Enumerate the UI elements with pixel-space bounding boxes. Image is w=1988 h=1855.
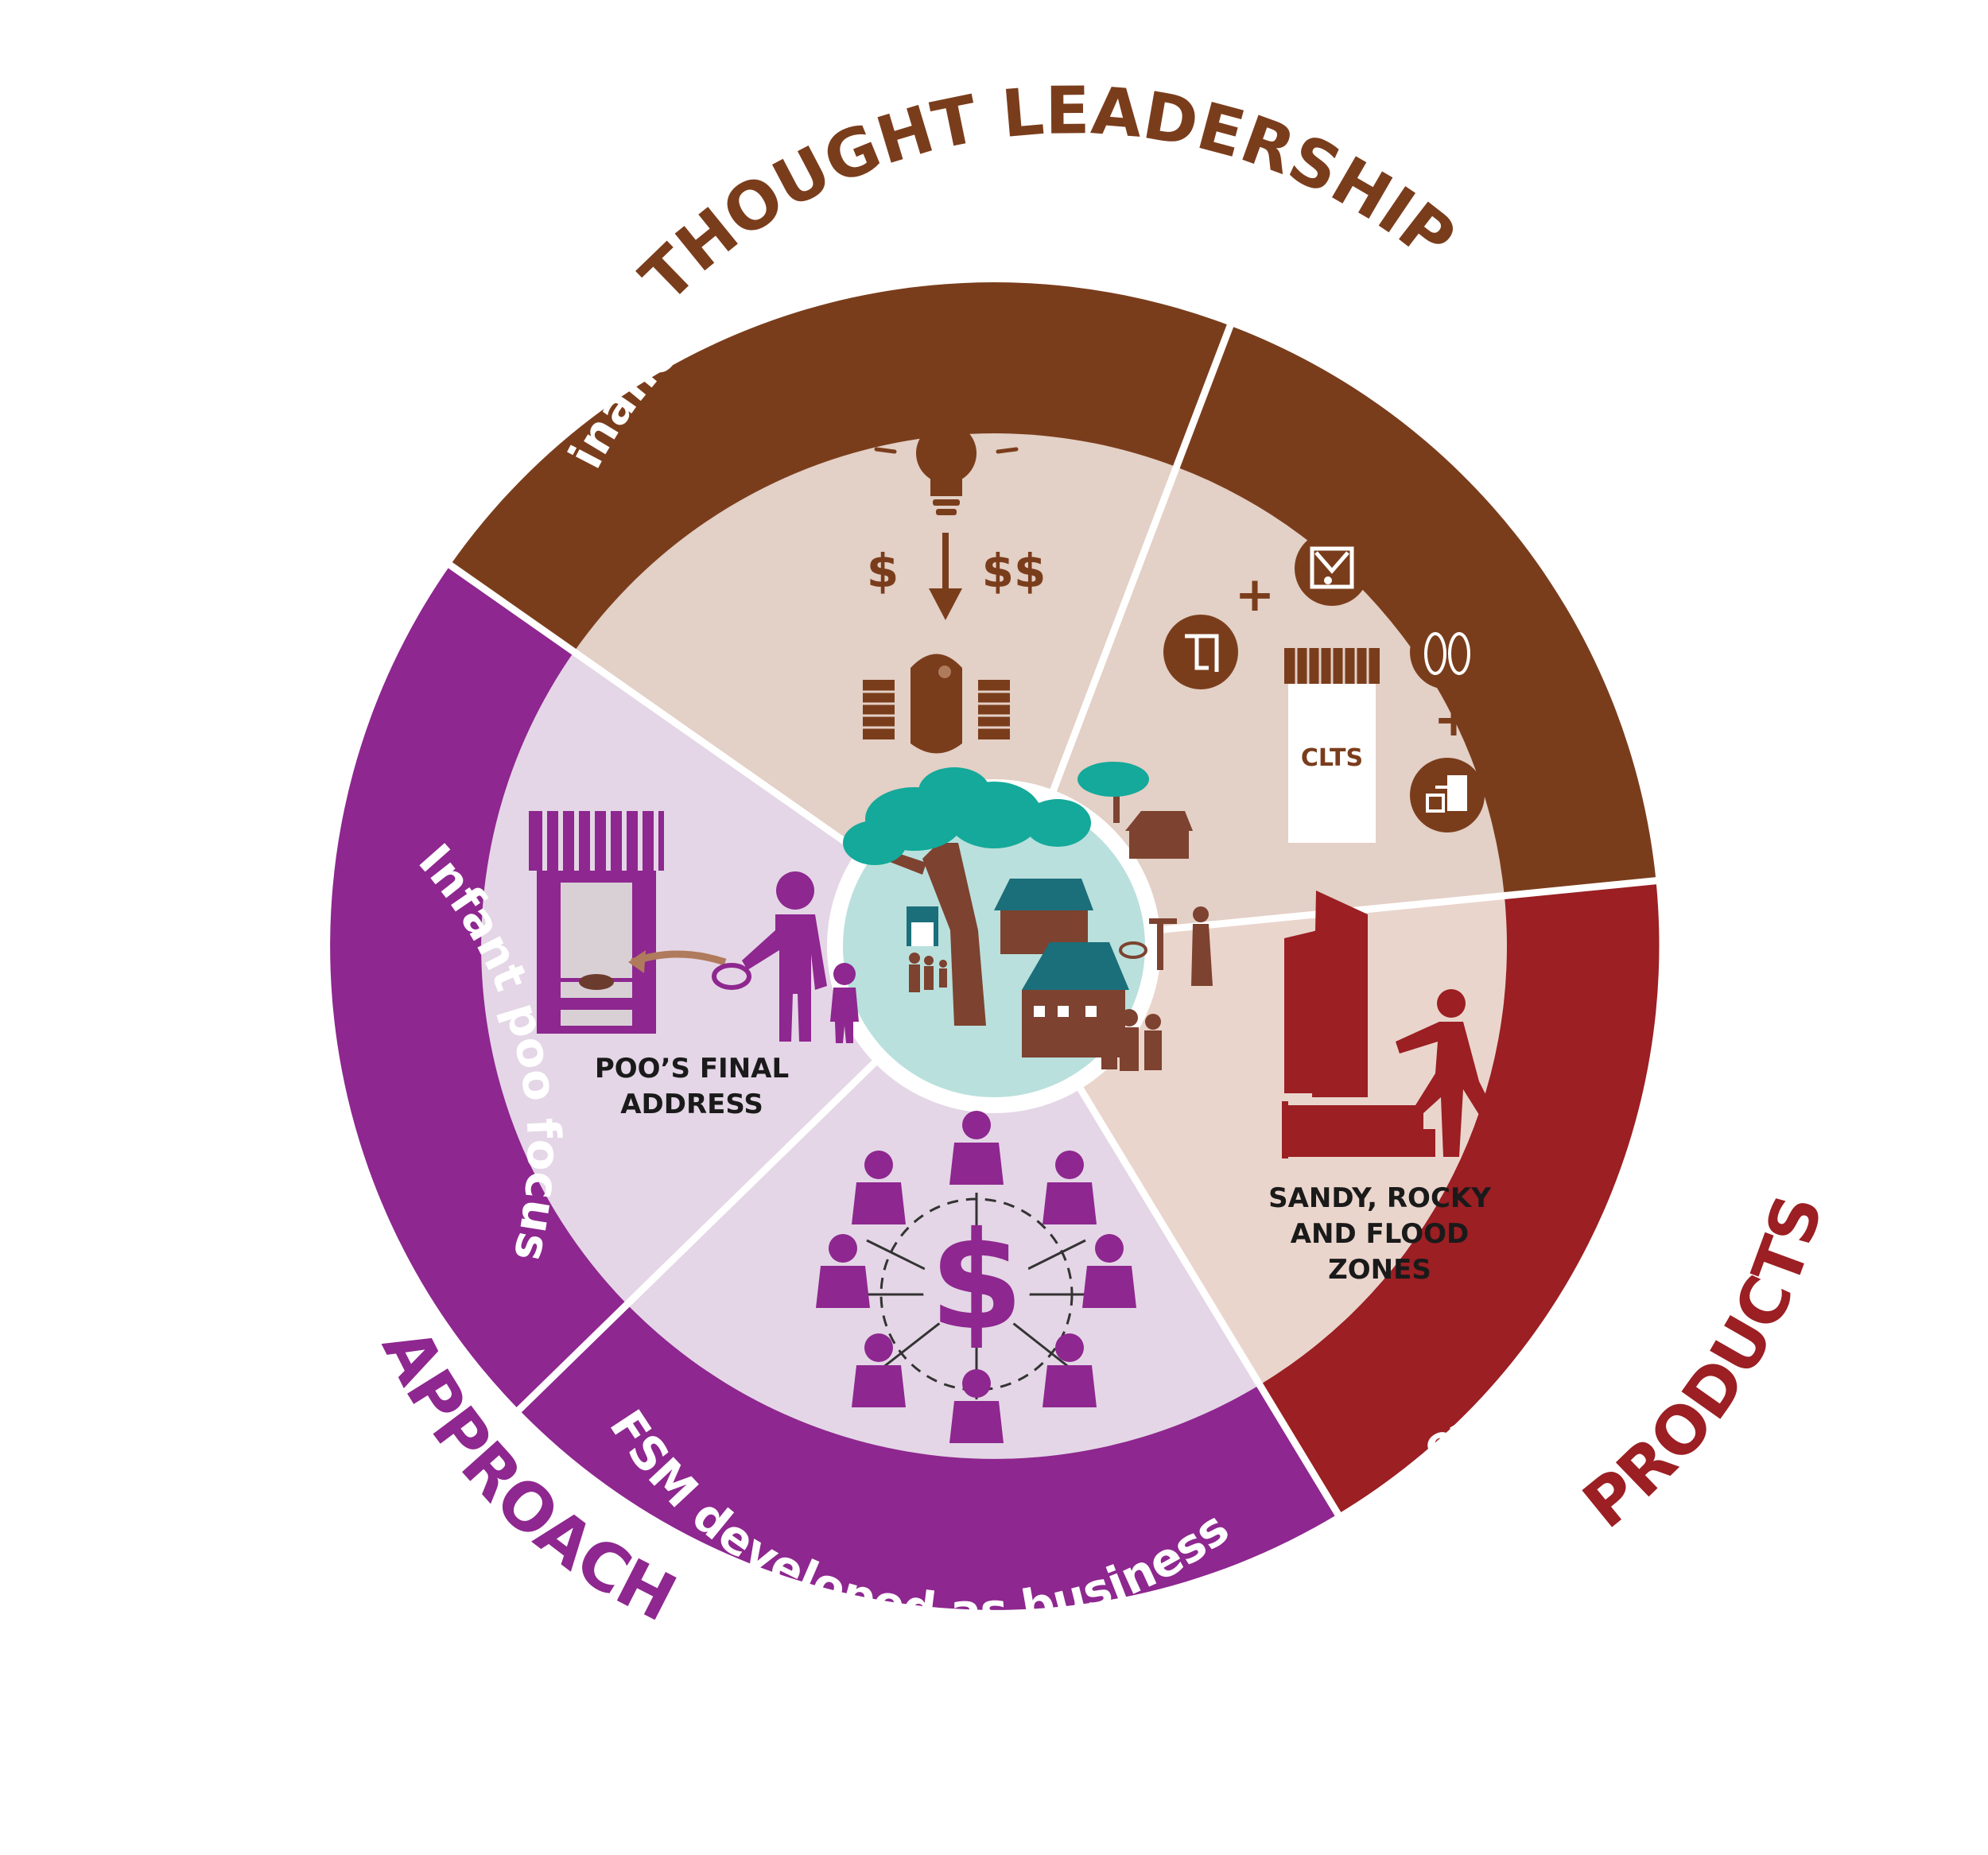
segment-fsm-inner [627,946,1260,1459]
lightbulb-icon [874,383,1019,515]
stairs-person-icon [1282,891,1495,1158]
fsm-dollar-sign: $ [930,1203,1023,1360]
sandy-zones-line2: AND FLOOD [1291,1218,1470,1250]
plus-sign-2: + [1382,567,1422,623]
clts-box-label: CLTS [1301,744,1363,772]
segment-clts-inner [994,467,1505,946]
village-scene-icon [843,762,1213,1071]
water-tank-icon [1410,758,1485,832]
dollar-sign-right: $$ [982,544,1046,598]
dollar-sign-left: $ [867,544,899,598]
sandy-zones-line3: ZONES [1328,1254,1431,1286]
parent-child-icon [712,871,859,1043]
poo-address-line2: ADDRESS [620,1089,763,1120]
plus-sign-3: + [1434,692,1474,747]
sandals-icon [1410,615,1485,689]
arrow-down-icon [929,533,962,620]
business-network-icon [816,1111,1136,1443]
soap-icon [1295,531,1369,606]
poo-address-line1: POO’S FINAL [595,1053,789,1085]
latrine-slab-icon [863,654,1010,754]
sandy-zones-line1: SANDY, ROCKY [1268,1182,1491,1214]
handwashing-icon [1163,615,1238,689]
plus-sign-1: + [1235,567,1275,623]
latrine-stall-icon [1284,648,1380,843]
latrine-stall-icon [529,811,727,1034]
